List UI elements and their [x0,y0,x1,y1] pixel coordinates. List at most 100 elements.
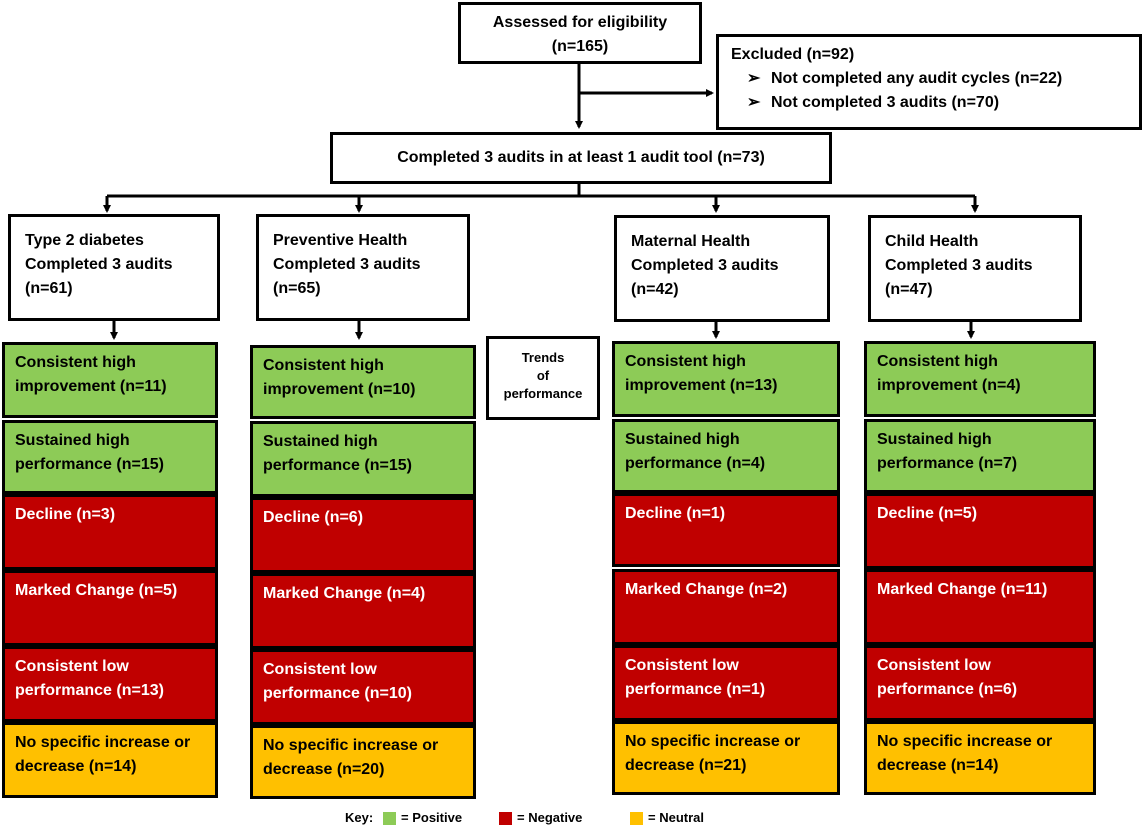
trend-consistent-low-performance: Consistent low performance (n=1) [612,645,840,721]
trend-no-specific-change: No specific increase or decrease (n=14) [2,722,218,798]
eligibility-count: (n=165) [551,38,609,55]
trend-decline: Decline (n=6) [250,497,476,573]
trend-label: Consistent low [877,657,991,674]
trend-label: Sustained high [263,433,378,450]
trend-marked-change: Marked Change (n=4) [250,573,476,649]
trend-label: No specific increase or [625,733,801,750]
trend-label: decrease (n=14) [15,758,137,775]
excluded-item: ➢ Not completed any audit cycles (n=22) [731,67,1139,91]
trend-label: Consistent low [15,658,129,675]
trend-label: Marked Change (n=5) [15,582,178,599]
trend-consistent-high-improvement: Consistent high improvement (n=11) [2,342,218,418]
tool-subtitle: Completed 3 audits [885,257,1033,274]
trend-label: No specific increase or [877,733,1053,750]
trend-label: performance (n=15) [263,457,412,474]
trend-label: No specific increase or [15,734,191,751]
excluded-item-label: Not completed 3 audits (n=70) [771,94,1000,111]
tool-count: (n=42) [631,281,679,298]
tool-name: Preventive Health [273,232,408,249]
trend-label: improvement (n=4) [877,377,1021,394]
trend-label: Consistent high [263,357,384,374]
trend-decline: Decline (n=3) [2,494,218,570]
trend-label: Consistent high [625,353,746,370]
excluded-item: ➢ Not completed 3 audits (n=70) [731,91,1139,115]
trend-sustained-high-performance: Sustained high performance (n=15) [250,421,476,497]
trend-consistent-low-performance: Consistent low performance (n=10) [250,649,476,725]
excluded-box: Excluded (n=92) ➢ Not completed any audi… [716,34,1142,130]
trend-label: improvement (n=10) [263,381,416,398]
trend-label: performance (n=15) [15,456,164,473]
tool-count: (n=47) [885,281,933,298]
trend-label: Sustained high [15,432,130,449]
trend-label: Consistent low [625,657,739,674]
neutral-swatch [630,812,643,825]
trend-label: Marked Change (n=2) [625,581,788,598]
tool-box-maternal: Maternal Health Completed 3 audits (n=42… [614,215,830,322]
trend-label: improvement (n=13) [625,377,778,394]
trend-decline: Decline (n=1) [612,493,840,567]
trend-label: Consistent low [263,661,377,678]
negative-swatch [499,812,512,825]
trend-consistent-high-improvement: Consistent high improvement (n=4) [864,341,1096,417]
trend-consistent-high-improvement: Consistent high improvement (n=13) [612,341,840,417]
trend-consistent-low-performance: Consistent low performance (n=13) [2,646,218,722]
trends-label-line: Trends [521,350,565,365]
arrow-bullet-icon: ➢ [747,94,761,111]
trend-label: decrease (n=14) [877,757,999,774]
tool-name: Type 2 diabetes [25,232,144,249]
tool-subtitle: Completed 3 audits [631,257,779,274]
tool-count: (n=61) [25,280,73,297]
tool-count: (n=65) [273,280,321,297]
trend-sustained-high-performance: Sustained high performance (n=4) [612,419,840,493]
tool-name: Child Health [885,233,979,250]
trend-label: Decline (n=1) [625,505,726,522]
tool-box-child: Child Health Completed 3 audits (n=47) [868,215,1082,322]
key-negative: = Negative [517,810,583,825]
trends-label-line: of [536,368,550,383]
trend-label: decrease (n=20) [263,761,385,778]
trend-label: Consistent high [15,354,136,371]
eligibility-title: Assessed for eligibility [492,14,668,31]
tool-subtitle: Completed 3 audits [273,256,421,273]
trend-label: improvement (n=11) [15,378,167,395]
trend-label: Sustained high [877,431,992,448]
trend-no-specific-change: No specific increase or decrease (n=14) [864,721,1096,795]
trend-label: performance (n=6) [877,681,1018,698]
trend-consistent-high-improvement: Consistent high improvement (n=10) [250,345,476,419]
tool-box-preventive: Preventive Health Completed 3 audits (n=… [256,214,470,321]
trend-consistent-low-performance: Consistent low performance (n=6) [864,645,1096,721]
trend-label: decrease (n=21) [625,757,747,774]
completed-label: Completed 3 audits in at least 1 audit t… [397,149,765,166]
arrow-bullet-icon: ➢ [747,70,761,87]
positive-swatch [383,812,396,825]
trends-label-box: Trends of performance [486,336,600,420]
trend-label: performance (n=13) [15,682,164,699]
excluded-item-label: Not completed any audit cycles (n=22) [771,70,1063,87]
key-label: Key: [345,810,374,825]
key-positive: = Positive [401,810,463,825]
trend-label: Marked Change (n=11) [877,581,1048,598]
key-neutral: = Neutral [648,810,704,825]
excluded-title: Excluded (n=92) [731,46,855,63]
trend-label: No specific increase or [263,737,439,754]
trend-label: Consistent high [877,353,998,370]
trend-no-specific-change: No specific increase or decrease (n=21) [612,721,840,795]
trends-label-line: performance [503,386,583,401]
tool-subtitle: Completed 3 audits [25,256,173,273]
trend-no-specific-change: No specific increase or decrease (n=20) [250,725,476,799]
trend-label: Decline (n=6) [263,509,364,526]
completed-box: Completed 3 audits in at least 1 audit t… [330,132,832,184]
trend-marked-change: Marked Change (n=2) [612,569,840,645]
tool-box-diabetes: Type 2 diabetes Completed 3 audits (n=61… [8,214,220,321]
trend-decline: Decline (n=5) [864,493,1096,569]
trend-label: Marked Change (n=4) [263,585,426,602]
trend-label: Decline (n=5) [877,505,978,522]
trend-marked-change: Marked Change (n=11) [864,569,1096,645]
eligibility-box: Assessed for eligibility (n=165) [458,2,702,64]
trend-label: performance (n=4) [625,455,766,472]
trend-label: performance (n=1) [625,681,766,698]
trend-label: Sustained high [625,431,740,448]
tool-name: Maternal Health [631,233,751,250]
trend-sustained-high-performance: Sustained high performance (n=15) [2,420,218,494]
